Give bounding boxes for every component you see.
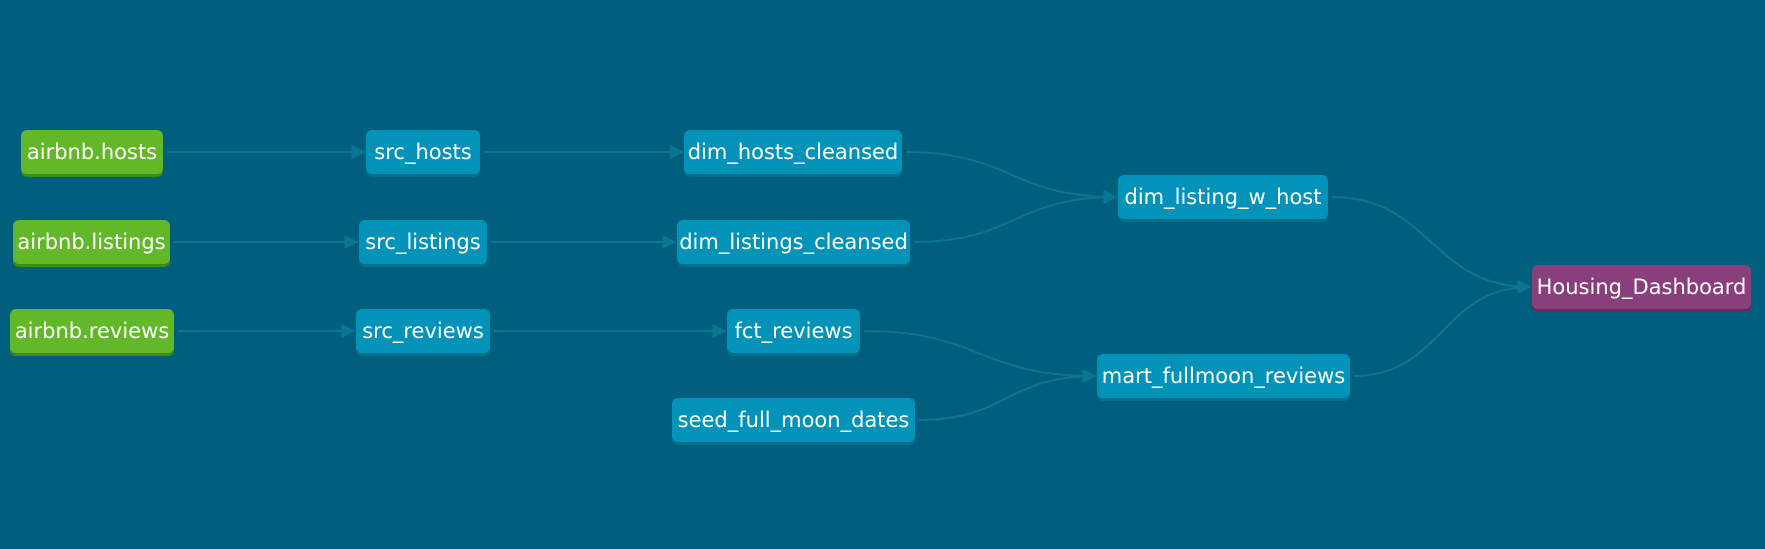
edge-seed_full_moon_dates-to-mart_fullmoon_reviews [918,369,1097,421]
edge-mart_fullmoon_reviews-to-housing_dashboard [1353,280,1532,377]
node-dim-listing-w-host[interactable]: dim_listing_w_host [1118,175,1328,219]
edge-fct_reviews-to-mart_fullmoon_reviews [863,330,1097,383]
node-src-reviews[interactable]: src_reviews [356,309,490,353]
node-seed-full-moon-dates[interactable]: seed_full_moon_dates [672,398,915,442]
node-src-hosts[interactable]: src_hosts [366,130,480,174]
node-airbnb-listings[interactable]: airbnb.listings [13,220,170,264]
node-dim-hosts-cleansed[interactable]: dim_hosts_cleansed [684,130,902,174]
node-dim-listings-cleansed[interactable]: dim_listings_cleansed [677,220,910,264]
node-fct-reviews[interactable]: fct_reviews [727,309,860,353]
node-housing-dashboard[interactable]: Housing_Dashboard [1532,265,1751,309]
node-mart-fullmoon-reviews[interactable]: mart_fullmoon_reviews [1097,354,1350,398]
edge-dim_listing_w_host-to-housing_dashboard [1331,196,1532,294]
edge-dim_listings_cleansed-to-dim_listing_w_host [913,190,1118,243]
edge-dim_hosts_cleansed-to-dim_listing_w_host [905,151,1118,204]
node-airbnb-hosts[interactable]: airbnb.hosts [21,130,163,174]
node-airbnb-reviews[interactable]: airbnb.reviews [10,309,174,353]
node-src-listings[interactable]: src_listings [359,220,487,264]
